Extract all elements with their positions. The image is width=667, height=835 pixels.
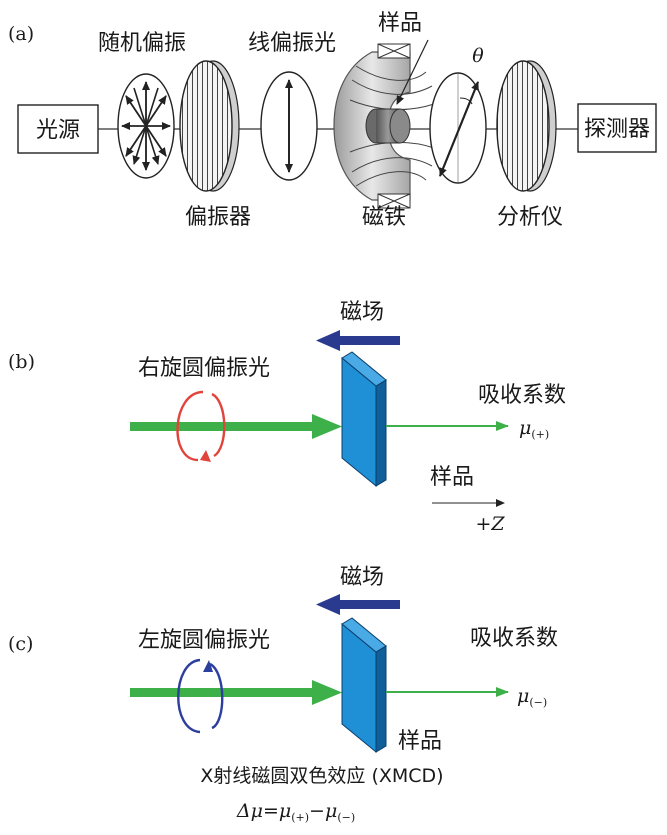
panel-a: (a) 光源 随机偏振 bbox=[8, 11, 657, 230]
right-circular-light-label: 右旋圆偏振光 bbox=[138, 356, 270, 381]
absorption-coefficient-label-b: 吸收系数 bbox=[478, 383, 566, 408]
sample-slab-b bbox=[341, 351, 387, 488]
absorption-coefficient-label-c: 吸收系数 bbox=[470, 626, 558, 651]
magnetic-field-label-b: 磁场 bbox=[340, 300, 384, 325]
light-source-label: 光源 bbox=[36, 118, 80, 143]
right-circular-polarization-loop bbox=[176, 390, 226, 462]
polarizer-disk bbox=[179, 60, 240, 192]
sample-pointer-arrow bbox=[396, 39, 429, 105]
analyzer-disk bbox=[496, 60, 557, 192]
incident-beam-b bbox=[130, 414, 342, 439]
detector-label: 探测器 bbox=[584, 117, 650, 142]
random-polarization-label: 随机偏振 bbox=[98, 31, 186, 56]
magnetic-field-label-c: 磁场 bbox=[340, 565, 384, 590]
light-source: 光源 bbox=[17, 104, 99, 154]
rotated-polarization-element bbox=[429, 72, 487, 184]
left-circular-light-label: 左旋圆偏振光 bbox=[138, 628, 270, 653]
mu-minus-c: μ(−) bbox=[517, 685, 547, 709]
detector: 探测器 bbox=[577, 103, 657, 153]
linear-polarization-element bbox=[260, 71, 318, 181]
sample-label-b: 样品 bbox=[430, 465, 474, 490]
sample-slab-c bbox=[341, 617, 387, 754]
panel-b: (b) 磁场 右旋圆偏振光 吸收系数 μ(+) 样品 bbox=[8, 300, 566, 535]
mu-plus-b: μ(+) bbox=[519, 417, 549, 441]
panel-c: (c) 磁场 左旋圆偏振光 吸收系数 μ(−) 样品 bbox=[8, 565, 558, 824]
analyzer-label: 分析仪 bbox=[497, 205, 563, 230]
panel-a-tag: (a) bbox=[8, 23, 34, 45]
z-axis-label: +Z bbox=[475, 513, 505, 535]
magnetic-field-arrow-b bbox=[316, 330, 400, 351]
xmcd-formula: Δμ=μ(+)−μ(−) bbox=[236, 800, 355, 824]
linear-polarized-light-label: 线偏振光 bbox=[248, 31, 336, 56]
panel-c-tag: (c) bbox=[8, 633, 33, 655]
polarizer-label: 偏振器 bbox=[185, 205, 251, 230]
panel-b-tag: (b) bbox=[8, 351, 35, 373]
left-circular-polarization-loop bbox=[177, 658, 224, 734]
random-polarization-element bbox=[117, 73, 175, 179]
angle-theta: θ bbox=[472, 45, 484, 67]
magnet bbox=[333, 43, 435, 209]
xmcd-effect-title: X射线磁圆双色效应 (XMCD) bbox=[200, 765, 443, 787]
magnetic-field-arrow-c bbox=[316, 594, 400, 615]
sample-label-a: 样品 bbox=[378, 11, 422, 36]
sample-label-c: 样品 bbox=[398, 729, 442, 754]
incident-beam-c bbox=[130, 680, 342, 705]
magnet-label: 磁铁 bbox=[362, 205, 406, 230]
